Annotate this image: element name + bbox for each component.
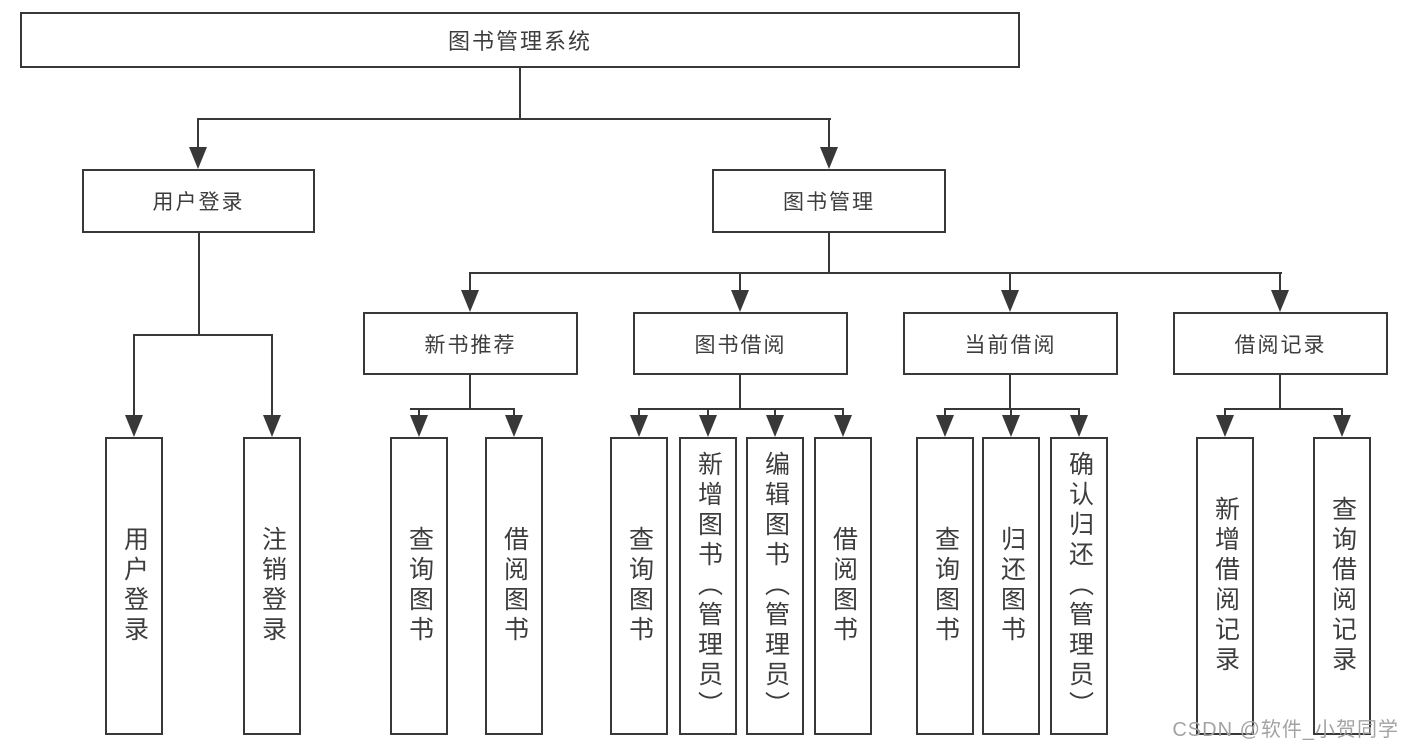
arrow-down-icon (699, 408, 717, 437)
node-current-borrow-label: 当前借阅 (964, 333, 1057, 357)
node-leaf-edit-book-admin: 编辑图书（管理员） (746, 437, 804, 735)
node-leaf-query-book-3: 查询图书 (916, 437, 974, 735)
node-leaf-logout: 注销登录 (243, 437, 301, 735)
connector-book-management-rail (469, 272, 1282, 274)
node-leaf-borrow-book-1: 借阅图书 (485, 437, 543, 735)
connector-borrow-record-stem (1279, 374, 1281, 410)
node-book-borrow-label: 图书借阅 (694, 333, 787, 357)
node-user-login-label: 用户登录 (152, 191, 245, 214)
node-leaf-label: 确认归还（管理员） (1065, 451, 1094, 721)
node-leaf-query-book-1: 查询图书 (390, 437, 448, 735)
connector-user-login-stem (198, 233, 200, 336)
node-leaf-label: 归还图书 (997, 526, 1026, 646)
node-leaf-return-book: 归还图书 (982, 437, 1040, 735)
connector-new-book-rail (410, 408, 515, 410)
node-leaf-confirm-return-admin: 确认归还（管理员） (1050, 437, 1108, 735)
node-leaf-label: 查询图书 (405, 526, 434, 646)
arrow-down-icon (1271, 272, 1289, 312)
arrow-down-icon (263, 334, 281, 437)
node-leaf-label: 注销登录 (258, 526, 287, 646)
node-leaf-label: 用户登录 (120, 526, 149, 646)
csdn-watermark: CSDN @软件_小贺同学 (1172, 719, 1399, 741)
connector-root-rail (197, 118, 831, 120)
node-leaf-label: 查询借阅记录 (1328, 496, 1357, 676)
node-new-book-recommend: 新书推荐 (363, 312, 578, 375)
node-leaf-label: 查询图书 (931, 526, 960, 646)
node-borrow-record: 借阅记录 (1173, 312, 1388, 375)
node-leaf-label: 新增借阅记录 (1211, 496, 1240, 676)
node-leaf-label: 新增图书（管理员） (694, 451, 723, 721)
arrow-down-icon (189, 118, 207, 169)
arrow-down-icon (461, 272, 479, 312)
node-root-label: 图书管理系统 (447, 29, 592, 54)
node-book-management: 图书管理 (712, 169, 946, 233)
arrow-down-icon (1333, 408, 1351, 437)
arrow-down-icon (1070, 408, 1088, 437)
arrow-down-icon (125, 334, 143, 437)
node-leaf-label: 查询图书 (625, 526, 654, 646)
node-user-login: 用户登录 (82, 169, 315, 233)
node-leaf-user-login: 用户登录 (105, 437, 163, 735)
node-leaf-borrow-book-2: 借阅图书 (814, 437, 872, 735)
arrow-down-icon (1002, 408, 1020, 437)
connector-borrow-record-rail (1224, 408, 1343, 410)
arrow-down-icon (766, 408, 784, 437)
arrow-down-icon (820, 118, 838, 169)
node-leaf-label: 借阅图书 (829, 526, 858, 646)
arrow-down-icon (505, 408, 523, 437)
node-current-borrow: 当前借阅 (903, 312, 1118, 375)
connector-current-borrow-rail (944, 408, 1080, 410)
arrow-down-icon (410, 408, 428, 437)
arrow-down-icon (936, 408, 954, 437)
node-leaf-label: 借阅图书 (500, 526, 529, 646)
node-leaf-query-book-2: 查询图书 (610, 437, 668, 735)
node-leaf-add-borrow-record: 新增借阅记录 (1196, 437, 1254, 735)
node-borrow-record-label: 借阅记录 (1234, 333, 1327, 357)
node-leaf-add-book-admin: 新增图书（管理员） (679, 437, 737, 735)
connector-root-stem (519, 68, 521, 120)
connector-user-login-rail (133, 334, 273, 336)
node-leaf-query-borrow-record: 查询借阅记录 (1313, 437, 1371, 735)
node-new-book-recommend-label: 新书推荐 (424, 333, 517, 357)
connector-book-borrow-rail (638, 408, 844, 410)
connector-new-book-stem (469, 374, 471, 410)
connector-book-borrow-stem (739, 374, 741, 410)
arrow-down-icon (1216, 408, 1234, 437)
node-leaf-label: 编辑图书（管理员） (761, 451, 790, 721)
node-root: 图书管理系统 (20, 12, 1020, 68)
node-book-borrow: 图书借阅 (633, 312, 848, 375)
arrow-down-icon (1001, 272, 1019, 312)
connector-current-borrow-stem (1009, 374, 1011, 410)
arrow-down-icon (834, 408, 852, 437)
arrow-down-icon (630, 408, 648, 437)
node-book-management-label: 图书管理 (783, 191, 875, 214)
arrow-down-icon (731, 272, 749, 312)
connector-book-management-stem (828, 233, 830, 274)
